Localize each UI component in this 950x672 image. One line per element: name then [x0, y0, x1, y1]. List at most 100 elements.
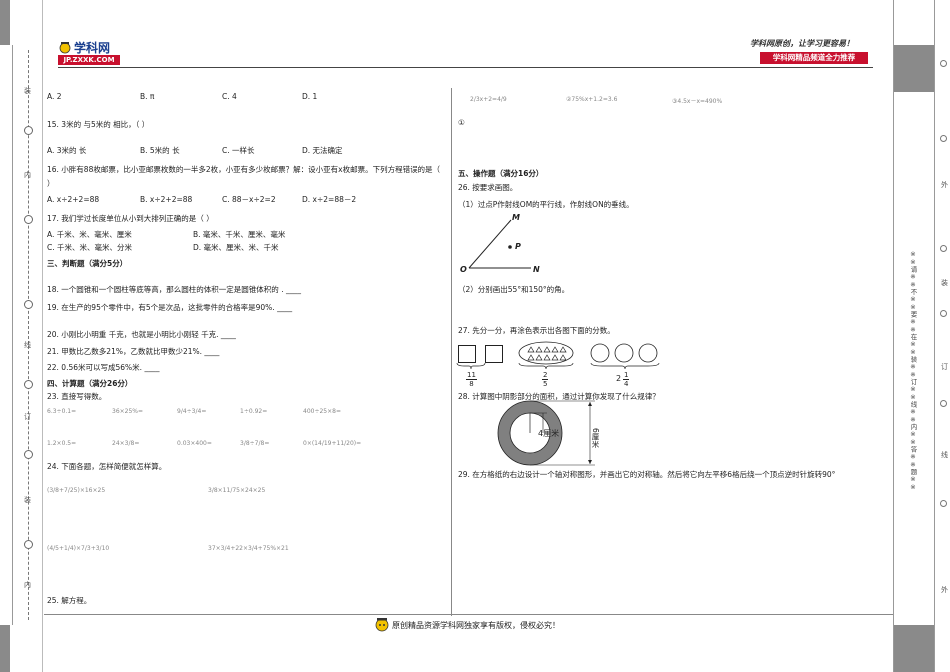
header-banner: 学科网精品频道全力推荐: [760, 52, 868, 64]
strip-circle: [24, 126, 33, 135]
strip-edge: [42, 0, 43, 672]
option-c: C. 4: [222, 92, 237, 101]
numerator: 11: [466, 371, 477, 380]
label-p: P: [515, 242, 521, 251]
calc-item: 6.3÷0.1=: [47, 408, 77, 415]
q26-part-2: （2）分别画出55°和150°的角。: [458, 285, 570, 294]
q16-option-d: D. x÷2=88－2: [302, 195, 357, 204]
right-strip-circle: [940, 245, 947, 252]
right-strip-circle: [940, 500, 947, 507]
q17-option-b: B. 毫米、千米、厘米、毫米: [193, 230, 286, 239]
ray-om: [468, 219, 512, 269]
outer-diameter-label: 6厘米: [591, 428, 600, 448]
square-figure: [485, 345, 503, 363]
brace-3: [590, 362, 660, 370]
strip-block-bottom: [0, 625, 10, 672]
ring-diagram: [497, 400, 595, 466]
numerator: 2: [542, 371, 549, 380]
question-16: 16. 小胖有88枚邮票，比小亚邮票枚数的一半多2枚，小亚有多少枚邮票？解：设小…: [47, 165, 441, 188]
right-strip-block-top: [894, 45, 934, 92]
right-strip-char: 装: [941, 279, 948, 287]
right-strip-char: 外: [941, 181, 948, 189]
question-18: 18. 一个圆锥和一个圆柱等底等高，那么圆柱的体积一定是圆锥体积的 . ____: [47, 285, 301, 294]
calc-item: 24×3/8=: [112, 440, 140, 447]
right-strip-block-bottom: [894, 625, 934, 672]
question-21: 21. 甲数比乙数多21%，乙数就比甲数少21%. ____: [47, 347, 220, 356]
calc-item: 9/4÷3/4=: [177, 408, 207, 415]
question-28: 28. 计算图中阴影部分的面积，通过计算你发现了什么规律？: [458, 392, 660, 401]
logo-text: 学科网: [74, 41, 111, 55]
strip-circle: [24, 300, 33, 309]
option-a: A. 2: [47, 92, 62, 101]
q17-option-d: D. 毫米、厘米、米、千米: [193, 243, 279, 252]
calc-item: 3/8÷7/8=: [240, 440, 270, 447]
question-24: 24. 下面各题，怎样简便就怎样算。: [47, 462, 167, 471]
calc-item: 0.03×400=: [177, 440, 212, 447]
section-4-title: 四、计算题（满分26分）: [47, 379, 133, 388]
question-19: 19. 在生产的95个零件中，有5个是次品，这批零件的合格率是90%. ____: [47, 303, 293, 312]
q16-option-a: A. x÷2+2=88: [47, 195, 100, 204]
column-divider: [451, 88, 452, 616]
calc-item: 0×(14/19+11/20)=: [303, 440, 362, 447]
q15-option-c: C. 一样长: [222, 146, 255, 155]
logo-url: JP.ZXXK.COM: [58, 55, 120, 65]
option-b: B. π: [140, 92, 155, 101]
right-strip-circle: [940, 400, 947, 407]
question-27: 27. 先分一分，再涂色表示出各图下面的分数。: [458, 326, 615, 335]
section-5-title: 五、操作题（满分16分）: [458, 169, 544, 178]
brace-2: [518, 362, 574, 370]
equation-number: ①: [458, 118, 465, 127]
strip-char: 订: [24, 413, 31, 421]
equation-1: 2/3x+2=4/9: [470, 96, 507, 103]
right-strip-circle: [940, 135, 947, 142]
strip-circle: [24, 450, 33, 459]
binding-strip-left: 装 内 线 订 装 内: [0, 0, 44, 672]
q24-expr-b: 3/8×11/75×24×25: [208, 487, 266, 494]
header-rule: [58, 67, 873, 68]
question-26: 26. 按要求画图。: [458, 183, 518, 192]
strip-circle: [24, 380, 33, 389]
question-22: 22. 0.56米可以写成56%米. ____: [47, 363, 160, 372]
question-20: 20. 小刚比小明重 千克，也就是小明比小刚轻 千克. ____: [47, 330, 236, 339]
q16-option-c: C. 88－x÷2=2: [222, 195, 276, 204]
equation-3: ③4.5x－x=490%: [672, 98, 723, 105]
circle-figures: [590, 343, 658, 363]
strip-circle: [24, 215, 33, 224]
q15-option-d: D. 无法确定: [302, 146, 343, 155]
calc-item: 400÷25×8=: [303, 408, 341, 415]
q24-expr-c: (4/5+1/4)×7/3+3/10: [47, 545, 110, 552]
square-figure: [458, 345, 476, 363]
footer-copyright: 原创精品资源学科网独家享有版权，侵权必究！: [392, 621, 560, 630]
mixed-whole: 2: [616, 374, 622, 383]
logo-mascot-icon: [59, 42, 71, 54]
right-strip-circle: [940, 60, 947, 67]
q15-option-b: B. 5米的 长: [140, 146, 180, 155]
q24-expr-a: (3/8+7/25)×16×25: [47, 487, 106, 494]
denominator: 5: [543, 380, 548, 388]
right-strip-char: 订: [941, 363, 948, 371]
right-strip-edge: [893, 0, 894, 672]
angle-diagram: [468, 219, 531, 269]
right-strip-char: 外: [941, 586, 948, 594]
header-slogan: 学科网原创，让学习更容易！: [750, 39, 854, 48]
footer-rule: [44, 614, 893, 615]
q16-option-b: B. x÷2+2=88: [140, 195, 193, 204]
label-m: M: [512, 213, 520, 222]
right-strip-char: 线: [941, 451, 948, 459]
q26-part-1: （1）过点P作射线OM的平行线，作射线ON的垂线。: [458, 200, 634, 209]
label-n: N: [533, 265, 540, 274]
section-3-title: 三、判断题（满分5分）: [47, 259, 128, 268]
q17-option-a: A. 千米、米、毫米、厘米: [47, 230, 132, 239]
denominator: 4: [624, 380, 629, 388]
label-o: O: [460, 265, 467, 274]
question-15: 15. 3米的 与5米的 相比，（ ）: [47, 120, 150, 129]
strip-line: [12, 45, 13, 625]
q17-option-c: C. 千米、米、毫米、分米: [47, 243, 133, 252]
calc-item: 36×25%=: [112, 408, 144, 415]
strip-block-top: [0, 0, 10, 45]
strip-char: 装: [24, 87, 31, 95]
strip-dash-line: [28, 50, 29, 620]
question-25: 25. 解方程。: [47, 596, 92, 605]
